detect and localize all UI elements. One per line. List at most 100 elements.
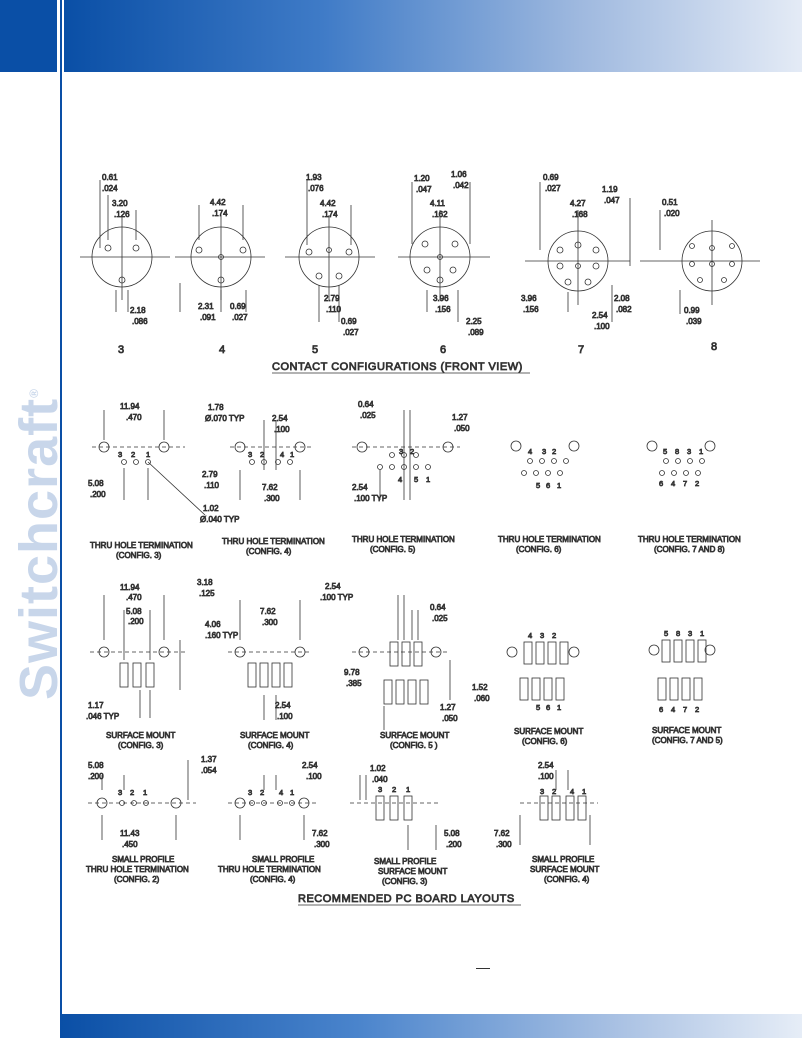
dim-text: .046 TYP [86, 712, 119, 721]
dim-text: .200 [128, 617, 144, 626]
dim-text: .385 [346, 679, 362, 688]
dim-text: 11.43 [120, 829, 140, 838]
contact-config-8: 0.51 .020 0.99 .039 [640, 198, 760, 326]
config-label-8: 8 [711, 341, 717, 353]
pin-label: 2 [695, 705, 699, 714]
dim-text: .100 [306, 772, 322, 781]
dim-text: .100 [594, 322, 610, 331]
caption: (CONFIG. 4) [246, 547, 292, 556]
caption: (CONFIG. 4) [544, 875, 590, 884]
dim-text: .300 [264, 494, 280, 503]
dim-text: 1.20 [414, 174, 430, 183]
dim-text: .470 [126, 593, 142, 602]
dim-text: .156 [435, 305, 451, 314]
dim-text: .110 [326, 305, 342, 314]
dim-text: Ø.070 TYP [205, 414, 244, 423]
header-corner-block [0, 0, 57, 72]
config-label-6: 6 [440, 344, 446, 356]
pin-label: 2 [552, 447, 556, 456]
section-title-pc-board-layouts: RECOMMENDED PC BOARD LAYOUTS [298, 893, 515, 905]
section-title-contact-configurations: CONTACT CONFIGURATIONS (FRONT VIEW) [272, 361, 523, 373]
pin-label: 1 [700, 629, 704, 638]
dim-text: 0.61 [102, 173, 118, 182]
dim-text: 3.96 [433, 294, 449, 303]
pin-label: 1 [426, 475, 430, 484]
pin-label: 3 [540, 631, 544, 640]
pin-label: 8 [676, 629, 680, 638]
surface-mount-config-5: 2.54 .100 TYP 0.64 .025 9.78 .385 1.52 .… [320, 582, 491, 751]
caption: SURFACE MOUNT [380, 731, 449, 740]
dim-text: .168 [572, 210, 588, 219]
caption: (CONFIG. 5) [370, 545, 416, 554]
dim-text: .039 [686, 317, 702, 326]
dim-text: 2.54 [538, 761, 554, 770]
dim-text: .126 [114, 210, 130, 219]
dim-text: 2.31 [198, 302, 214, 311]
dim-text: .060 [474, 694, 490, 703]
caption: SURFACE MOUNT [652, 726, 721, 735]
dim-text: 1.27 [452, 413, 468, 422]
caption: (CONFIG. 2) [114, 875, 160, 884]
dim-text: 7.62 [494, 829, 510, 838]
dim-text: .174 [322, 210, 338, 219]
dim-text: 2.79 [324, 294, 340, 303]
pin-label: 7 [683, 705, 687, 714]
dim-text: 4.42 [210, 198, 226, 207]
pin-label: 4 [671, 479, 675, 488]
pin-label: 6 [659, 479, 663, 488]
config-label-4: 4 [219, 344, 225, 356]
dim-text: .027 [545, 184, 561, 193]
pin-label: 6 [546, 481, 550, 490]
left-vertical-rule [60, 0, 62, 1038]
pin-label: 5 [663, 447, 667, 456]
thru-hole-config-3: 11.94 .470 1.78 Ø.070 TYP 5.08 .200 2.79… [88, 402, 245, 561]
pin-label: 3 [118, 450, 122, 459]
small-profile-surface-config-3: 1.02 .040 5.08 .200 3 2 1 SMALL PROFILE … [350, 764, 463, 886]
pin-label: 3 [118, 788, 122, 797]
caption: THRU HOLE TERMINATION [222, 537, 325, 546]
pin-label: 1 [699, 447, 703, 456]
dim-text: 1.93 [306, 173, 322, 182]
dim-text: .047 [416, 185, 432, 194]
thru-hole-config-5: 0.64 .025 1.27 .050 2.54 .100 TYP 3 2 4 … [352, 400, 471, 555]
caption: (CONFIG. 3) [118, 741, 164, 750]
dim-text: 1.17 [88, 701, 104, 710]
dim-text: .082 [616, 305, 632, 314]
dim-text: 4.42 [320, 199, 336, 208]
caption: (CONFIG. 5 ) [390, 741, 438, 750]
pin-label: 3 [687, 447, 691, 456]
pin-label: 1 [143, 788, 147, 797]
dim-text: 2.54 [275, 701, 291, 710]
thru-hole-config-6: 4 3 2 5 6 1 THRU HOLE TERMINATION (CONFI… [498, 440, 601, 554]
caption: (CONFIG. 4) [250, 875, 296, 884]
dim-text: 2.79 [202, 470, 218, 479]
config-label-3: 3 [118, 344, 124, 356]
dim-text: .174 [212, 209, 228, 218]
pin-label: 2 [552, 631, 556, 640]
dim-text: 5.08 [88, 761, 104, 770]
dim-text: 3.96 [521, 294, 537, 303]
pin-label: 3 [540, 787, 544, 796]
caption: THRU HOLE TERMINATION [218, 865, 321, 874]
dim-text: 1.78 [208, 403, 224, 412]
dim-text: 0.51 [662, 198, 678, 207]
caption: (CONFIG. 7 AND 5) [652, 736, 723, 745]
pin-label: 5 [664, 629, 668, 638]
dim-text: .040 [372, 775, 388, 784]
pin-label: 2 [131, 450, 135, 459]
dim-text: .470 [126, 413, 142, 422]
dim-text: 7.62 [260, 607, 276, 616]
pin-label: 2 [410, 447, 414, 456]
surface-mount-config-4: 7.62 .300 2.54 .100 SURFACE MOUNT (CONFI… [228, 600, 312, 750]
small-profile-thru-config-4: 2.54 .100 7.62 .300 3 2 4 1 SMALL PROFIL… [218, 761, 331, 885]
contact-config-4: 4.42 .174 2.31 .091 0.69 .027 [175, 198, 265, 322]
caption: THRU HOLE TERMINATION [86, 865, 189, 874]
caption: THRU HOLE TERMINATION [638, 535, 741, 544]
dim-text: 2.54 [352, 483, 368, 492]
caption: SMALL PROFILE [252, 855, 314, 864]
dim-text: .200 [446, 840, 462, 849]
caption: THRU HOLE TERMINATION [498, 535, 601, 544]
dim-text: .100 [538, 772, 554, 781]
pin-label: 6 [546, 703, 550, 712]
